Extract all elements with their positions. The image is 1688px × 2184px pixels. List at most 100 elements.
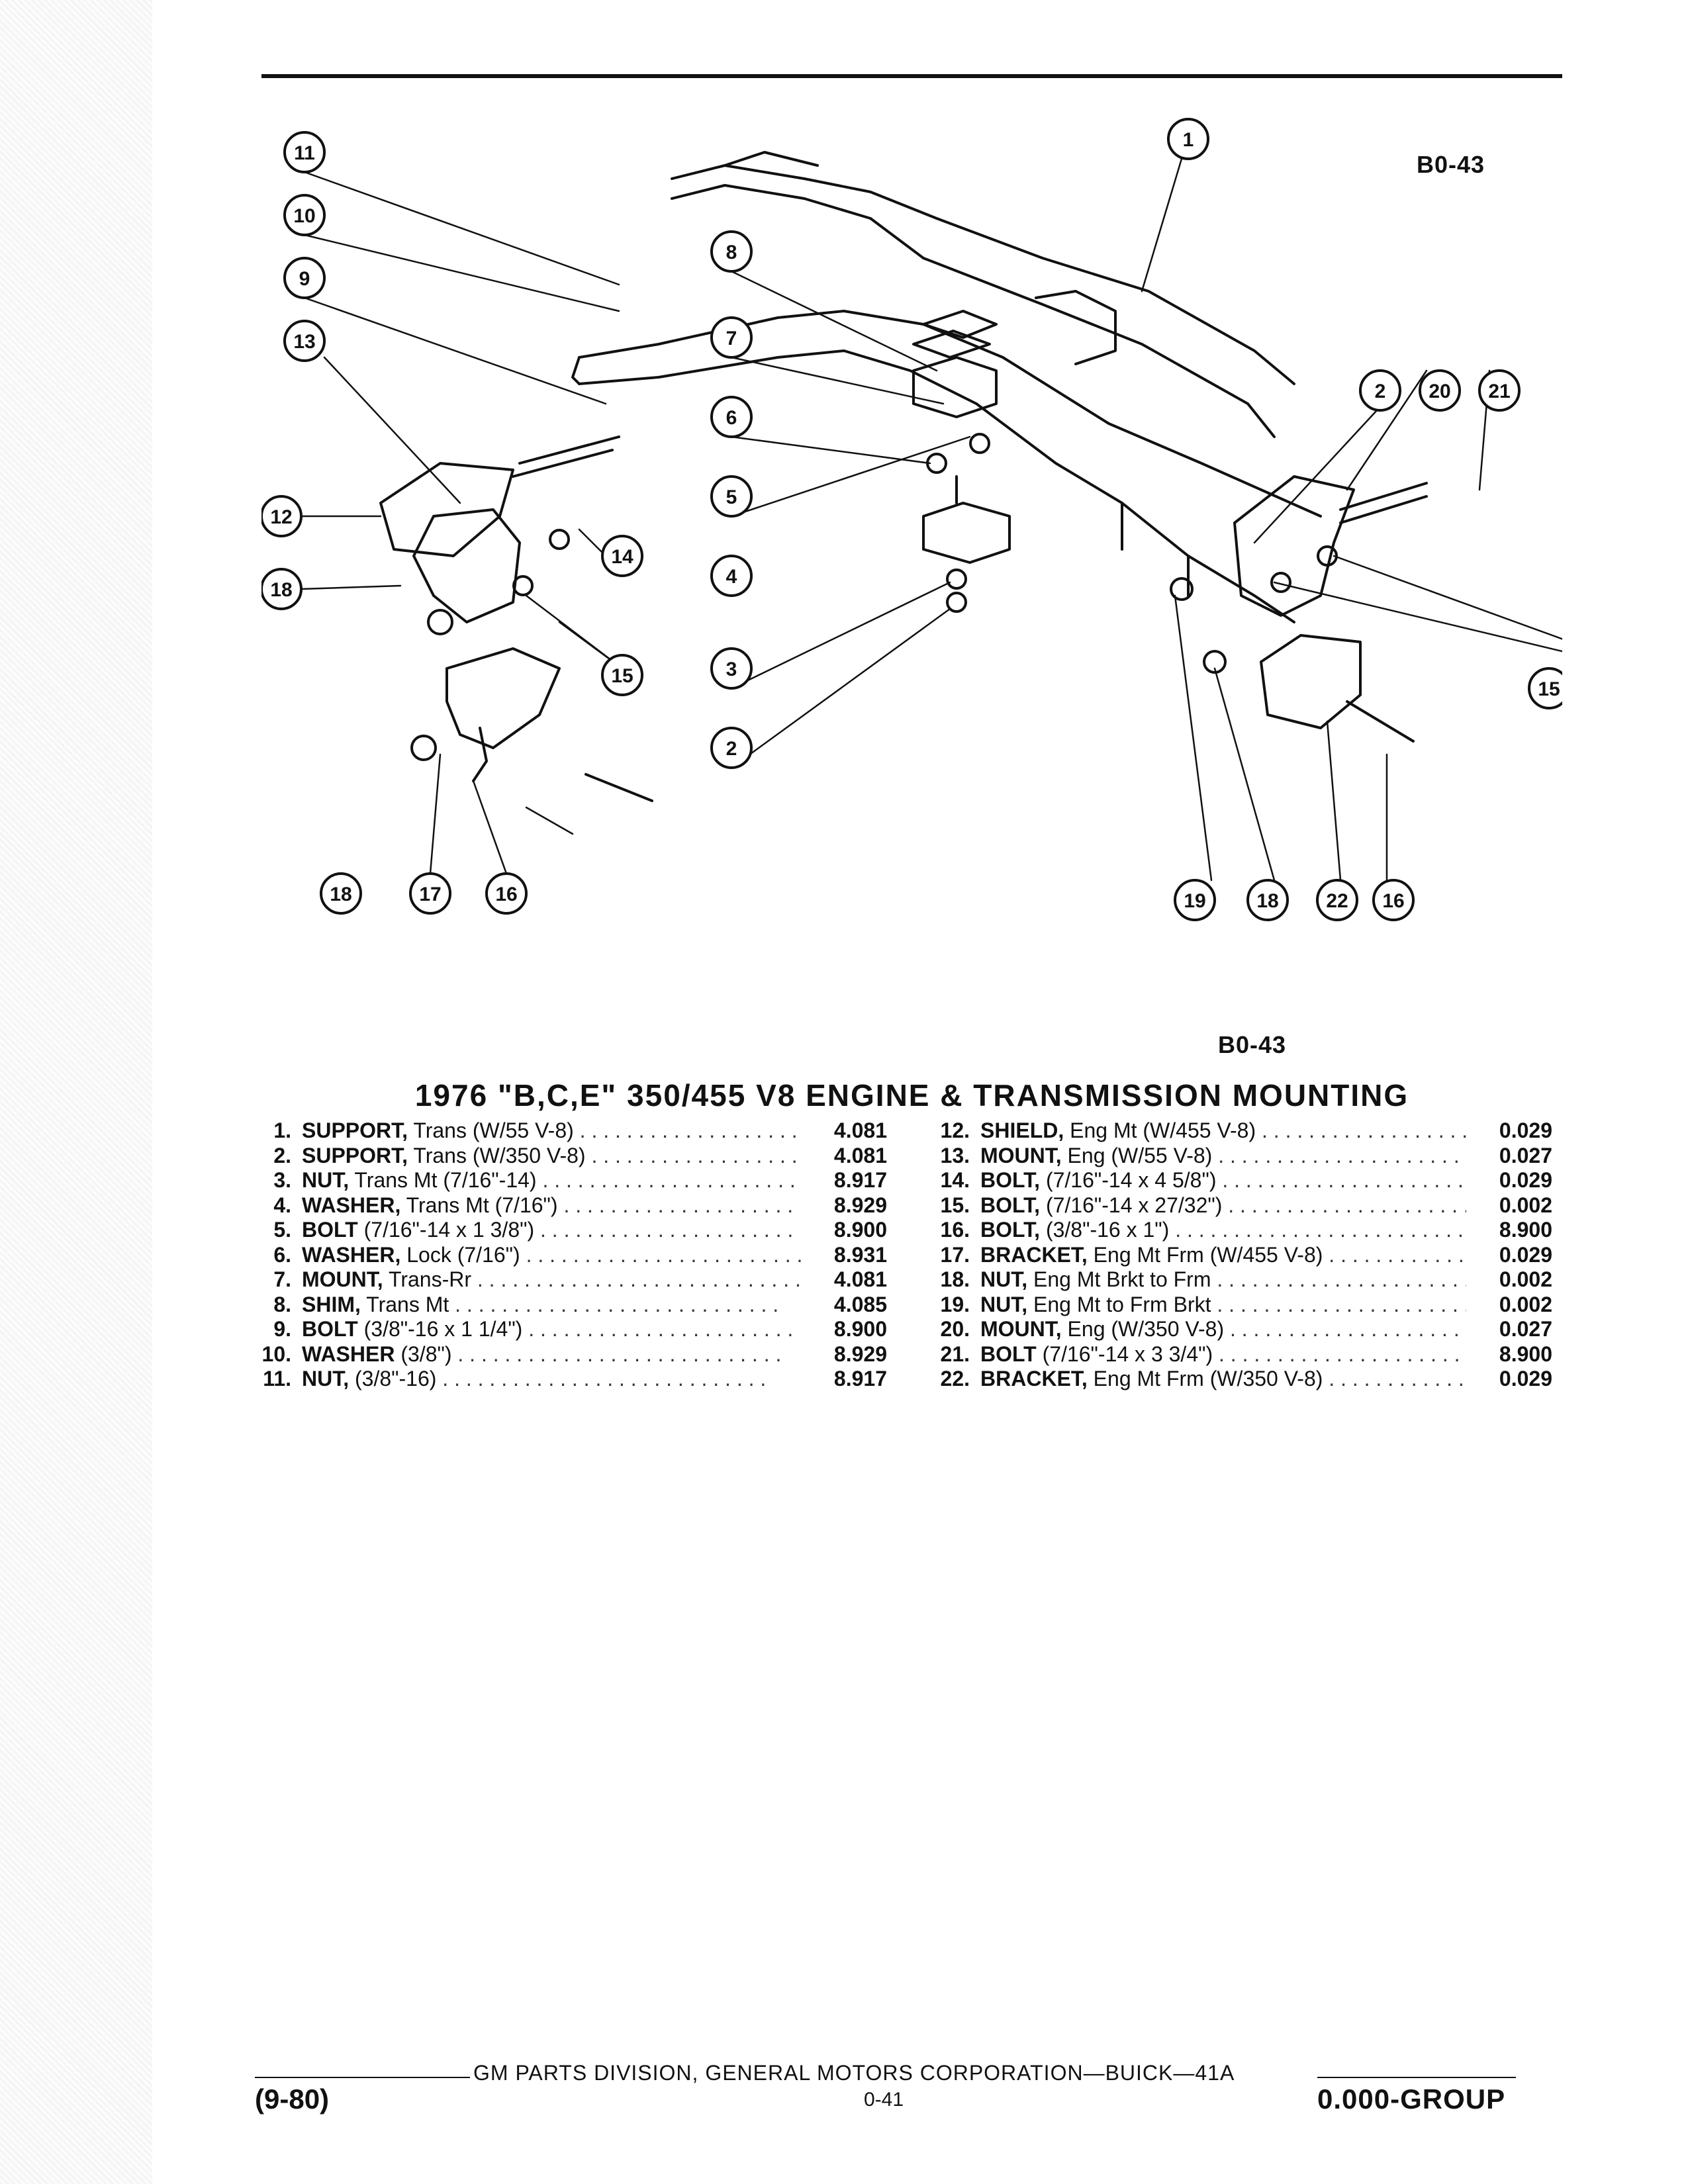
part-detail: Eng Mt (W/455 V-8) xyxy=(1070,1118,1256,1142)
part-description: SHIELD, Eng Mt (W/455 V-8) . . . . . . .… xyxy=(980,1118,1466,1144)
part-row: 13.MOUNT, Eng (W/55 V-8) . . . . . . . .… xyxy=(930,1144,1552,1169)
callout-16-left: 16 xyxy=(495,884,517,905)
part-row: 2.SUPPORT, Trans (W/350 V-8) . . . . . .… xyxy=(252,1144,887,1169)
leader-dots: . . . . . . . . . . . . . . . . . . . . … xyxy=(1329,1367,1466,1390)
leader-dots: . . . . . . . . . . . . . . . . . . . . … xyxy=(1222,1168,1466,1192)
callout-15-left: 15 xyxy=(611,665,633,687)
part-detail: Eng Mt to Frm Brkt xyxy=(1033,1292,1211,1316)
part-name: NUT, xyxy=(980,1292,1028,1316)
part-detail: Eng (W/55 V-8) xyxy=(1067,1143,1213,1167)
part-number: 14. xyxy=(940,1168,970,1192)
leader-dots: . . . . . . . . . . . . . . . . . . . . … xyxy=(451,1342,782,1366)
right-engine-mount xyxy=(1170,475,1428,743)
figure-reference-top: B0-43 xyxy=(1417,151,1485,178)
leader-dots: . . . . . . . . . . . . . . . . . . . . … xyxy=(471,1267,801,1291)
callout-12: 12 xyxy=(270,506,292,528)
part-description: BOLT, (7/16"-14 x 4 5/8") . . . . . . . … xyxy=(980,1168,1466,1193)
callout-14: 14 xyxy=(611,546,633,568)
leader-dots: . . . . . . . . . . . . . . . . . . . . … xyxy=(1219,1342,1466,1366)
part-row: 21.BOLT (7/16"-14 x 3 3/4") . . . . . . … xyxy=(930,1342,1552,1367)
part-detail: (3/8"-16) xyxy=(355,1367,437,1390)
part-row: 11.NUT, (3/8"-16) . . . . . . . . . . . … xyxy=(252,1367,887,1392)
callout-13: 13 xyxy=(293,331,315,353)
part-number: 1. xyxy=(273,1118,291,1142)
part-row: 6.WASHER, Lock (7/16") . . . . . . . . .… xyxy=(252,1243,887,1268)
callout-4: 4 xyxy=(726,566,737,588)
part-detail: (7/16"-14 x 4 5/8") xyxy=(1045,1168,1217,1192)
callout-20: 20 xyxy=(1429,381,1450,402)
part-name: MOUNT, xyxy=(980,1317,1062,1341)
callout-18-right: 18 xyxy=(1256,890,1278,912)
figure-reference-bottom: B0-43 xyxy=(1218,1031,1287,1058)
callout-2: 2 xyxy=(1375,381,1386,402)
part-description: BOLT, (3/8"-16 x 1") . . . . . . . . . .… xyxy=(980,1218,1466,1243)
part-group-code: 8.931 xyxy=(833,1242,887,1267)
part-detail: Eng (W/350 V-8) xyxy=(1067,1317,1225,1341)
part-number: 7. xyxy=(273,1267,291,1291)
part-name: SHIM, xyxy=(302,1292,361,1316)
callout-17: 17 xyxy=(419,884,441,905)
exploded-parts-diagram: 11 10 9 13 12 18 14 15 18 17 16 8 7 6 5 … xyxy=(261,93,1562,1019)
part-description: SUPPORT, Trans (W/350 V-8) . . . . . . .… xyxy=(302,1144,801,1169)
leader-dots: . . . . . . . . . . . . . . . . . . . . … xyxy=(1217,1267,1466,1291)
part-description: BRACKET, Eng Mt Frm (W/350 V-8) . . . . … xyxy=(980,1367,1466,1392)
part-description: WASHER (3/8") . . . . . . . . . . . . . … xyxy=(302,1342,801,1367)
part-number: 16. xyxy=(940,1218,970,1242)
part-description: NUT, Eng Mt to Frm Brkt . . . . . . . . … xyxy=(980,1293,1466,1318)
part-detail: Trans-Rr xyxy=(388,1267,471,1291)
footer-page-number: 0-41 xyxy=(864,2089,904,2111)
part-number: 8. xyxy=(273,1292,291,1316)
part-number: 22. xyxy=(940,1367,970,1390)
part-detail: (7/16"-14 x 1 3/8") xyxy=(363,1218,535,1242)
parts-list-right: 12. SHIELD, Eng Mt (W/455 V-8) . . . . . … xyxy=(930,1118,1552,1392)
part-description: BOLT (7/16"-14 x 1 3/8") . . . . . . . .… xyxy=(302,1218,801,1243)
part-row: 10. WASHER (3/8") . . . . . . . . . . . .… xyxy=(252,1342,887,1367)
part-detail: Trans Mt xyxy=(366,1292,449,1316)
leader-dots: . . . . . . . . . . . . . . . . . . . . … xyxy=(1329,1242,1466,1267)
callout-6: 6 xyxy=(726,407,737,429)
part-detail: Trans (W/350 V-8) xyxy=(413,1143,586,1167)
part-row: 12. SHIELD, Eng Mt (W/455 V-8) . . . . . … xyxy=(930,1118,1552,1144)
callout-19-right: 19 xyxy=(1184,890,1205,912)
part-number: 10. xyxy=(261,1342,291,1366)
part-group-code: 0.029 xyxy=(1499,1168,1552,1192)
part-group-code: 0.002 xyxy=(1499,1193,1552,1217)
part-detail: (3/8") xyxy=(400,1342,452,1366)
footer-rule-left xyxy=(255,2077,470,2078)
leader-dots: . . . . . . . . . . . . . . . . . . . . … xyxy=(1169,1218,1466,1242)
part-number: 5. xyxy=(273,1218,291,1242)
part-description: WASHER, Lock (7/16") . . . . . . . . . .… xyxy=(302,1243,801,1268)
part-group-code: 4.081 xyxy=(833,1143,887,1167)
part-name: BOLT, xyxy=(980,1218,1041,1242)
part-row: 16. BOLT, (3/8"-16 x 1") . . . . . . . . … xyxy=(930,1218,1552,1243)
part-description: BOLT (3/8"-16 x 1 1/4") . . . . . . . . … xyxy=(302,1317,801,1342)
part-group-code: 0.027 xyxy=(1499,1143,1552,1167)
part-number: 17. xyxy=(940,1242,970,1267)
leader-dots: . . . . . . . . . . . . . . . . . . . . … xyxy=(563,1193,801,1217)
callout-16-right: 16 xyxy=(1382,890,1404,912)
part-number: 12. xyxy=(940,1118,970,1142)
part-name: NUT, xyxy=(980,1267,1028,1291)
leader-dots: . . . . . . . . . . . . . . . . . . . . … xyxy=(1262,1118,1466,1142)
leader-dots: . . . . . . . . . . . . . . . . . . . . … xyxy=(1229,1317,1466,1341)
part-group-code: 4.085 xyxy=(833,1292,887,1316)
callout-11: 11 xyxy=(294,142,315,164)
callout-22: 22 xyxy=(1326,890,1348,912)
callout-15-right: 15 xyxy=(1538,678,1560,700)
part-detail: Trans Mt (7/16") xyxy=(406,1193,558,1217)
part-group-code: 0.027 xyxy=(1499,1317,1552,1341)
part-group-code: 8.900 xyxy=(1499,1342,1552,1366)
part-name: SUPPORT, xyxy=(302,1118,408,1142)
part-row: 7.MOUNT, Trans-Rr . . . . . . . . . . . … xyxy=(252,1267,887,1293)
callout-9: 9 xyxy=(299,268,310,290)
leader-dots: . . . . . . . . . . . . . . . . . . . . … xyxy=(542,1168,801,1192)
parts-list-left: 1.SUPPORT, Trans (W/55 V-8) . . . . . . … xyxy=(252,1118,887,1392)
callout-21: 21 xyxy=(1488,381,1510,402)
part-name: BOLT, xyxy=(980,1168,1041,1192)
callout-19-left: 18 xyxy=(270,579,292,601)
part-name: WASHER, xyxy=(302,1242,401,1267)
part-row: 4.WASHER, Trans Mt (7/16") . . . . . . .… xyxy=(252,1193,887,1218)
part-detail: Eng Mt Brkt to Frm xyxy=(1033,1267,1211,1291)
part-group-code: 8.929 xyxy=(833,1342,887,1366)
callout-7: 7 xyxy=(726,328,737,349)
